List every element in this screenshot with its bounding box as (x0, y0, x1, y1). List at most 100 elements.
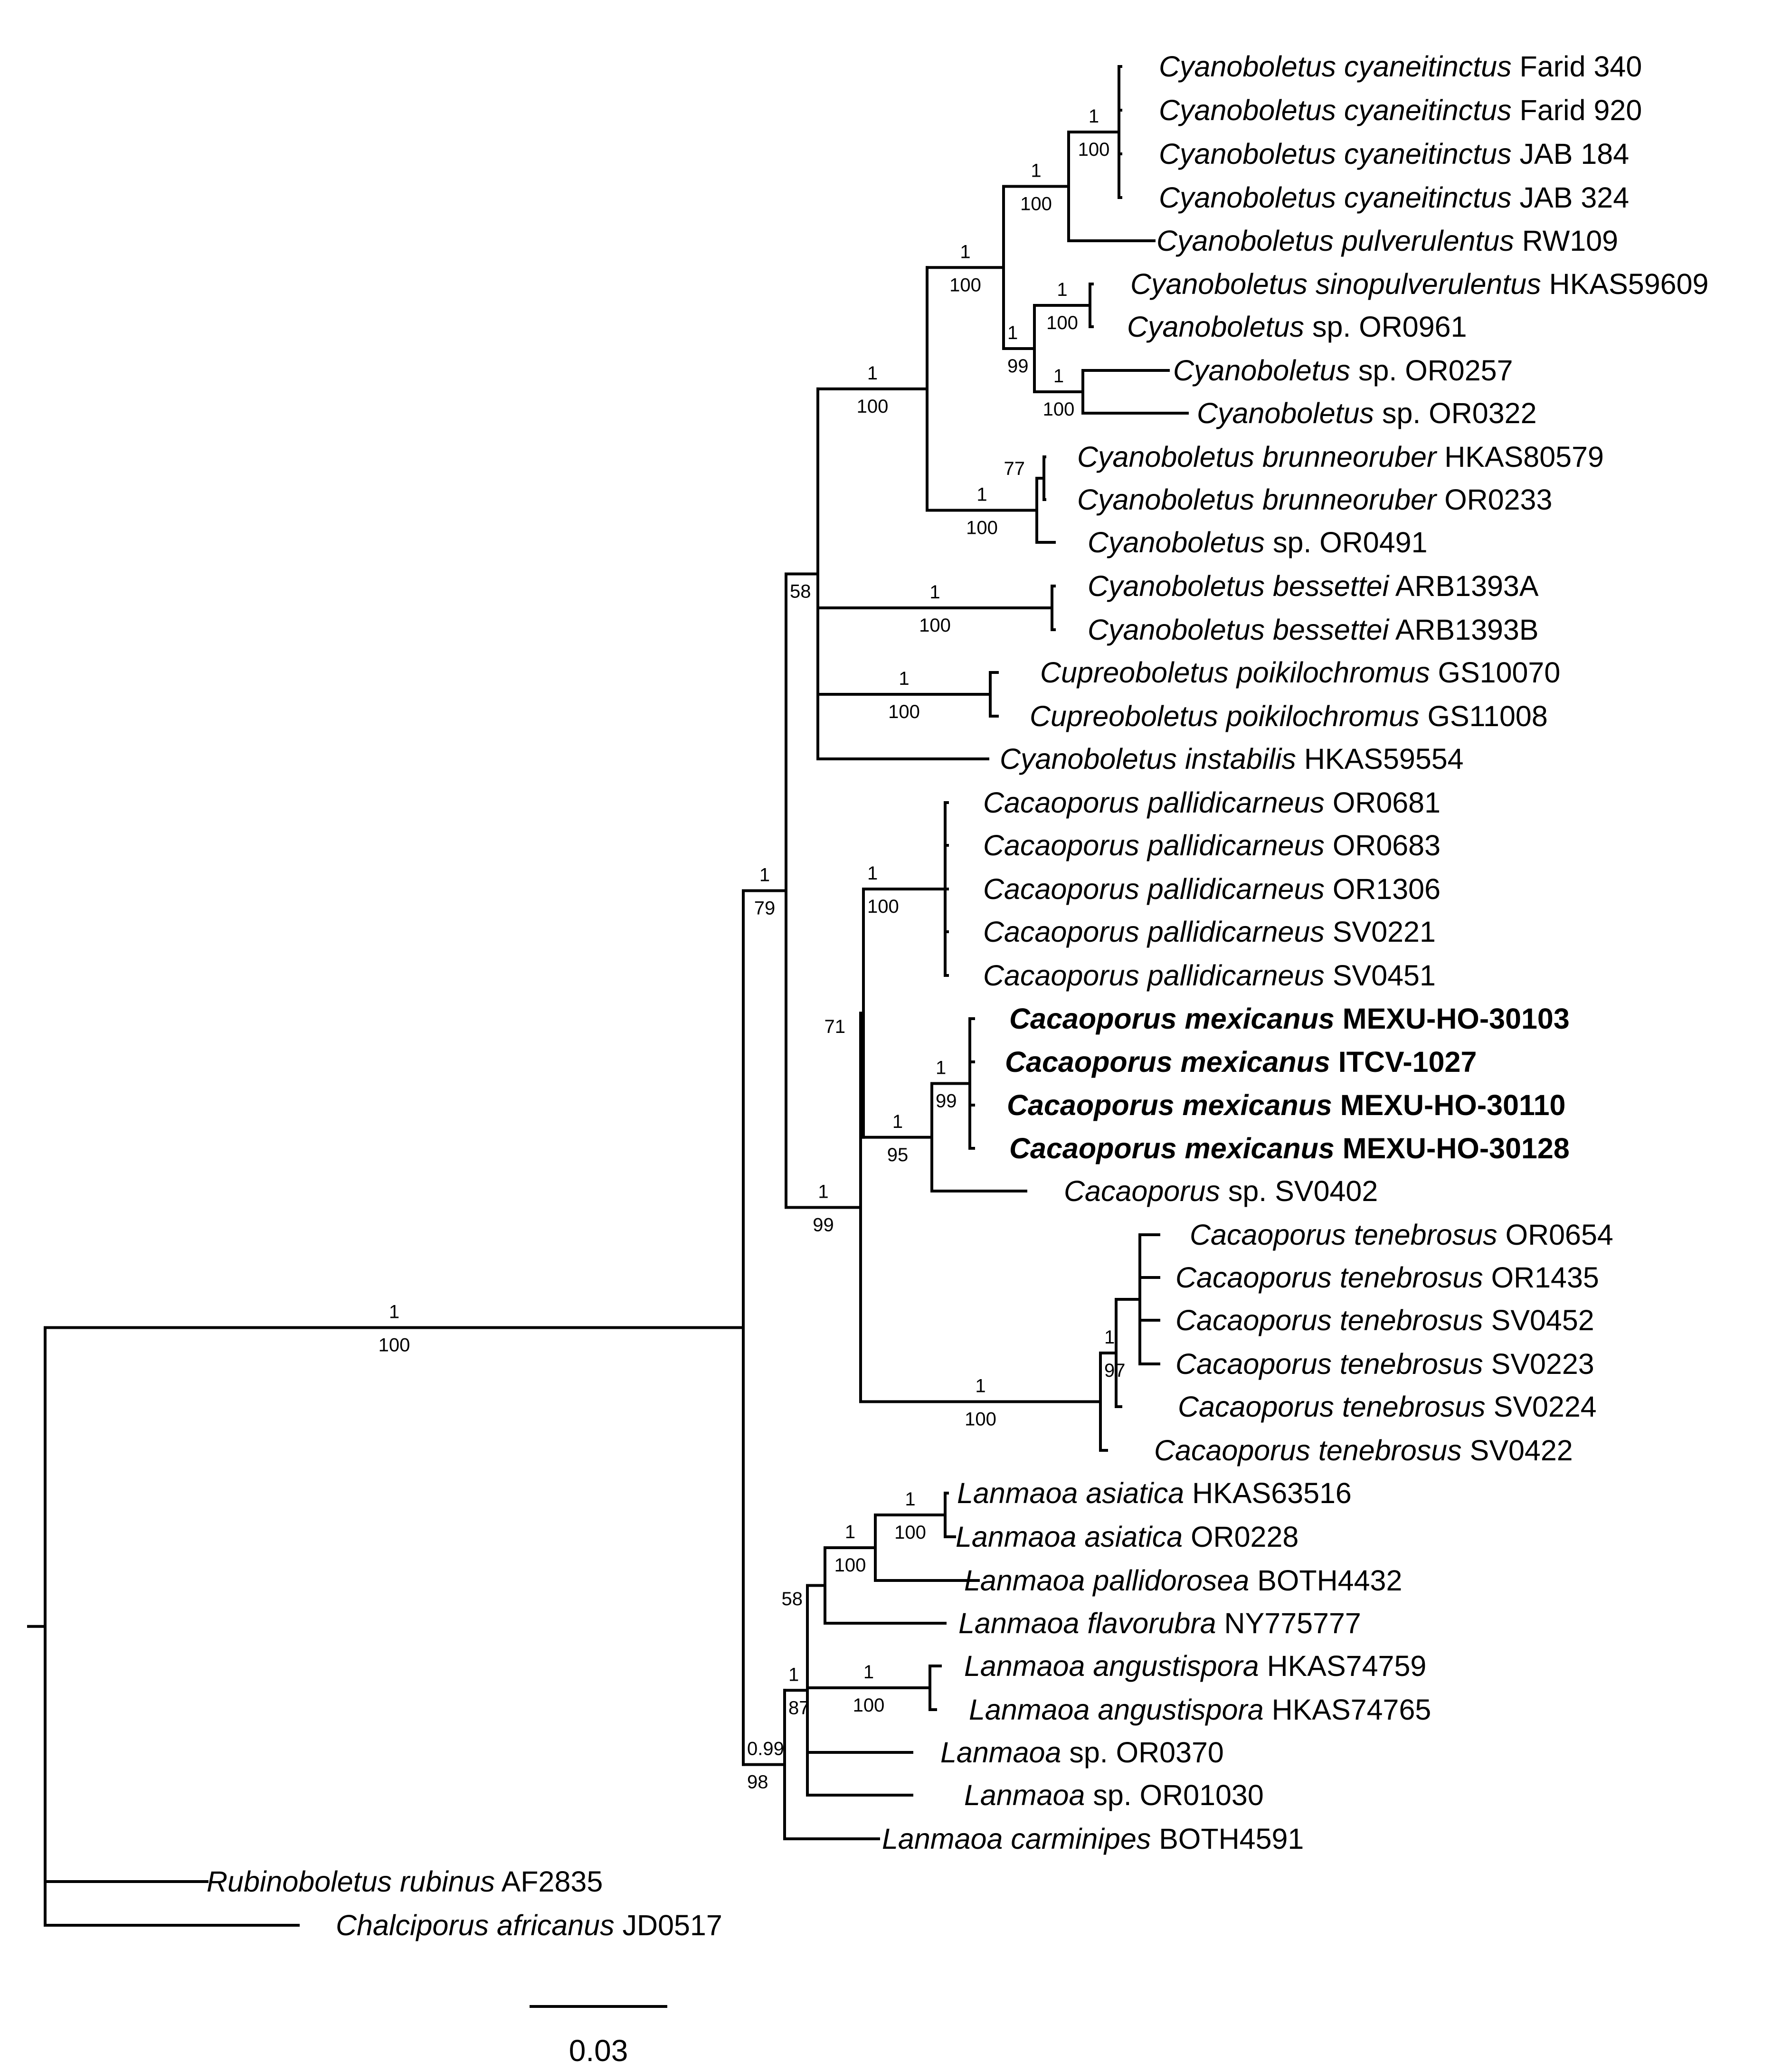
taxon-epithet: flavorubra (1079, 1607, 1216, 1639)
support-bs: 100 (888, 701, 920, 722)
taxon-label: Cacaoporus tenebrosus SV0452 (1175, 1304, 1594, 1336)
taxon-genus: Cacaoporus (1175, 1348, 1332, 1380)
taxon-epithet: pallidorosea (1085, 1564, 1249, 1597)
taxon-genus: Cacaoporus (1190, 1219, 1346, 1251)
taxon-epithet: poikilochromus (1229, 656, 1430, 689)
support-pp: 1 (960, 241, 970, 262)
taxon-label: Cyanoboletus cyaneitinctus JAB 324 (1159, 181, 1629, 214)
taxon-genus: Lanmaoa (957, 1477, 1078, 1509)
tip-labels: Cyanoboletus cyaneitinctus Farid 340Cyan… (207, 50, 1708, 1941)
taxon-epithet: sp. (1374, 397, 1421, 429)
taxon-epithet: tenebrosus (1332, 1348, 1483, 1380)
taxon-label: Cacaoporus pallidicarneus OR1306 (983, 873, 1440, 905)
taxon-label: Lanmaoa angustispora HKAS74765 (969, 1694, 1431, 1726)
taxon-genus: Cupreoboletus (1030, 700, 1218, 732)
support-pp: 1 (892, 1111, 903, 1132)
taxon-voucher: MEXU-HO-30128 (1335, 1132, 1570, 1164)
taxon-voucher: BOTH4432 (1249, 1564, 1402, 1597)
support-bs: 100 (857, 396, 889, 417)
taxon-genus: Cyanoboletus (1197, 397, 1374, 429)
support-bs: 79 (754, 898, 776, 918)
taxon-label: Cyanoboletus cyaneitinctus Farid 920 (1159, 94, 1642, 126)
taxon-epithet: cyaneitinctus (1336, 181, 1512, 214)
taxon-label: Cyanoboletus sp. OR0491 (1088, 526, 1428, 558)
taxon-genus: Cyanoboletus (1173, 354, 1350, 387)
taxon-epithet: tenebrosus (1346, 1219, 1497, 1251)
support-pp: 1 (905, 1489, 915, 1510)
taxon-label: Cacaoporus tenebrosus SV0422 (1154, 1434, 1573, 1466)
support-bs: 58 (790, 581, 811, 602)
taxon-epithet: sp. (1061, 1736, 1108, 1769)
taxon-label: Cyanoboletus sp. OR0257 (1173, 354, 1513, 387)
taxon-voucher: HKAS59554 (1296, 743, 1464, 775)
taxon-genus: Cacaoporus (1154, 1434, 1310, 1466)
taxon-voucher: BOTH4591 (1151, 1823, 1304, 1855)
taxon-voucher: ARB1393A (1389, 570, 1539, 602)
taxon-epithet: tenebrosus (1334, 1391, 1486, 1423)
taxon-voucher: OR0322 (1421, 397, 1536, 429)
taxon-voucher: Farid 920 (1512, 94, 1642, 126)
taxon-epithet: sp. (1304, 311, 1351, 343)
taxon-epithet: rubinus (392, 1865, 495, 1898)
support-bs: 100 (1020, 194, 1052, 215)
support-bs: 100 (894, 1522, 926, 1543)
support-bs: 100 (867, 896, 899, 917)
taxon-genus: Cyanoboletus (1000, 743, 1177, 775)
support-bs: 99 (936, 1091, 957, 1112)
taxon-epithet: pallidicarneus (1139, 959, 1325, 992)
taxon-label: Rubinoboletus rubinus AF2835 (207, 1865, 603, 1898)
support-bs: 100 (1046, 312, 1078, 333)
taxon-genus: Cacaoporus (1175, 1304, 1332, 1336)
taxon-genus: Rubinoboletus (207, 1865, 392, 1898)
taxon-voucher: OR0961 (1351, 311, 1467, 343)
taxon-label: Cyanoboletus sp. OR0961 (1127, 311, 1467, 343)
taxon-label: Lanmaoa asiatica OR0228 (956, 1521, 1298, 1553)
scale-bar: 0.03 (530, 2005, 667, 2068)
taxon-voucher: SV0452 (1483, 1304, 1594, 1336)
taxon-voucher: ITCV-1027 (1330, 1046, 1477, 1078)
support-pp: 1 (818, 1181, 828, 1202)
support-bs: 97 (1104, 1360, 1126, 1381)
taxon-genus: Cacaoporus (983, 829, 1139, 861)
taxon-label: Cacaoporus mexicanus MEXU-HO-30110 (1007, 1089, 1565, 1121)
taxon-label: Cyanoboletus cyaneitinctus Farid 340 (1159, 50, 1642, 83)
taxon-label: Cyanoboletus instabilis HKAS59554 (1000, 743, 1464, 775)
taxon-voucher: HKAS59609 (1541, 268, 1709, 300)
taxon-epithet: pallidicarneus (1139, 873, 1325, 905)
support-pp: 1 (1053, 366, 1064, 387)
taxon-epithet: instabilis (1177, 743, 1296, 775)
taxon-genus: Lanmaoa (964, 1779, 1085, 1811)
support-pp: 1 (863, 1662, 874, 1683)
taxon-genus: Cacaoporus (983, 959, 1139, 992)
taxon-label: Cacaoporus pallidicarneus SV0221 (983, 916, 1436, 948)
support-bs: 98 (747, 1772, 768, 1793)
taxon-label: Cyanoboletus brunneoruber OR0233 (1077, 483, 1552, 516)
support-pp: 1 (845, 1522, 855, 1542)
taxon-genus: Cyanoboletus (1130, 268, 1308, 300)
taxon-voucher: Farid 340 (1512, 50, 1642, 83)
taxon-epithet: pallidicarneus (1139, 829, 1325, 861)
taxon-genus: Lanmaoa (958, 1607, 1079, 1639)
taxon-epithet: cyaneitinctus (1336, 50, 1512, 83)
taxon-label: Cyanoboletus bessettei ARB1393B (1088, 614, 1539, 646)
taxon-epithet: bessettei (1265, 614, 1390, 646)
taxon-voucher: HKAS74759 (1259, 1650, 1427, 1682)
taxon-genus: Lanmaoa (940, 1736, 1061, 1769)
taxon-label: Cyanoboletus sp. OR0322 (1197, 397, 1537, 429)
taxon-voucher: OR01030 (1132, 1779, 1264, 1811)
taxon-epithet: angustispora (1085, 1650, 1259, 1682)
taxon-epithet: pallidicarneus (1139, 916, 1325, 948)
taxon-genus: Lanmaoa (964, 1564, 1085, 1597)
taxon-voucher: OR0681 (1325, 786, 1440, 819)
taxon-label: Lanmaoa sp. OR0370 (940, 1736, 1224, 1769)
taxon-label: Cacaoporus pallidicarneus SV0451 (983, 959, 1436, 992)
taxon-genus: Cyanoboletus (1156, 225, 1334, 257)
support-pp: 58 (782, 1589, 803, 1609)
taxon-voucher: NY775777 (1216, 1607, 1361, 1639)
scale-bar-label: 0.03 (569, 2034, 628, 2068)
support-bs: 87 (788, 1697, 810, 1718)
support-bs: 99 (1007, 356, 1029, 377)
taxon-voucher: SV0223 (1483, 1348, 1594, 1380)
